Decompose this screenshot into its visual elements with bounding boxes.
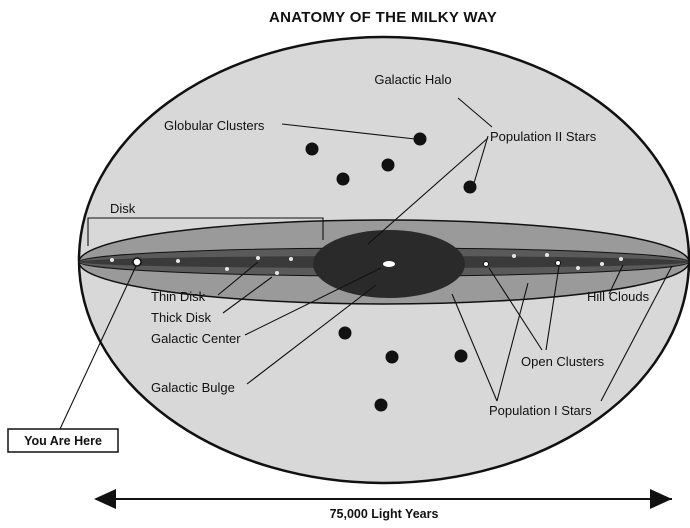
diagram-title: ANATOMY OF THE MILKY WAY: [269, 9, 497, 26]
leader-pop1-a: [451, 293, 498, 402]
label-population-i-stars: Population I Stars: [489, 403, 592, 418]
you-are-here-box: You Are Here: [7, 428, 119, 453]
open-cluster: [483, 261, 489, 267]
globular-cluster: [454, 349, 468, 363]
label-thin-disk: Thin Disk: [151, 289, 206, 304]
label-thick-disk: Thick Disk: [151, 310, 211, 325]
disk-stars: [110, 253, 623, 275]
disk-star: [512, 254, 516, 258]
globular-cluster: [305, 142, 319, 156]
galactic-center: [383, 261, 395, 267]
leader-galactic-halo: [457, 97, 493, 128]
disk-star: [289, 257, 293, 261]
scale-label: 75,000 Light Years: [330, 507, 439, 521]
label-open-clusters: Open Clusters: [521, 354, 605, 369]
open-cluster: [555, 260, 561, 266]
label-galactic-center: Galactic Center: [151, 331, 241, 346]
disk-star: [176, 259, 180, 263]
leader-hill-clouds: [608, 264, 624, 295]
label-galactic-halo: Galactic Halo: [374, 72, 451, 87]
label-you-are-here: You Are Here: [24, 434, 102, 448]
globular-cluster: [374, 398, 388, 412]
leader-pop2-b: [367, 137, 489, 245]
label-hill-clouds: Hill Clouds: [587, 289, 650, 304]
globular-cluster: [413, 132, 427, 146]
leader-globular-clusters: [281, 123, 416, 140]
globular-cluster: [338, 326, 352, 340]
leader-galactic-bulge: [246, 284, 377, 385]
globular-clusters: [305, 132, 477, 412]
disk-star: [110, 258, 114, 262]
disk-star: [576, 266, 580, 270]
disk-star: [619, 257, 623, 261]
disk-star: [225, 267, 229, 271]
you-are-here-frame: [7, 428, 119, 453]
leader-pop2-a: [473, 135, 489, 184]
globular-cluster: [336, 172, 350, 186]
leader-lines: [59, 97, 673, 430]
globular-cluster: [385, 350, 399, 364]
globular-cluster: [463, 180, 477, 194]
leader-pop1-b: [496, 282, 529, 402]
disk-star: [256, 256, 260, 260]
disk-bracket: [87, 217, 324, 246]
leader-galactic-center: [244, 267, 382, 336]
disk-star: [600, 262, 604, 266]
leader-open-clusters-b: [545, 265, 560, 351]
label-disk: Disk: [110, 201, 136, 216]
disk-star: [545, 253, 549, 257]
disk-star: [275, 271, 279, 275]
leader-open-clusters-a: [488, 267, 543, 351]
leader-pop1-c: [600, 265, 673, 402]
leader-thin-disk: [217, 261, 259, 296]
leader-thick-disk: [222, 276, 273, 314]
globular-cluster: [381, 158, 395, 172]
label-globular-clusters: Globular Clusters: [164, 118, 265, 133]
label-population-ii-stars: Population II Stars: [490, 129, 597, 144]
you-are-here-marker: [132, 257, 142, 267]
label-galactic-bulge: Galactic Bulge: [151, 380, 235, 395]
leader-you-are-here: [59, 265, 137, 430]
